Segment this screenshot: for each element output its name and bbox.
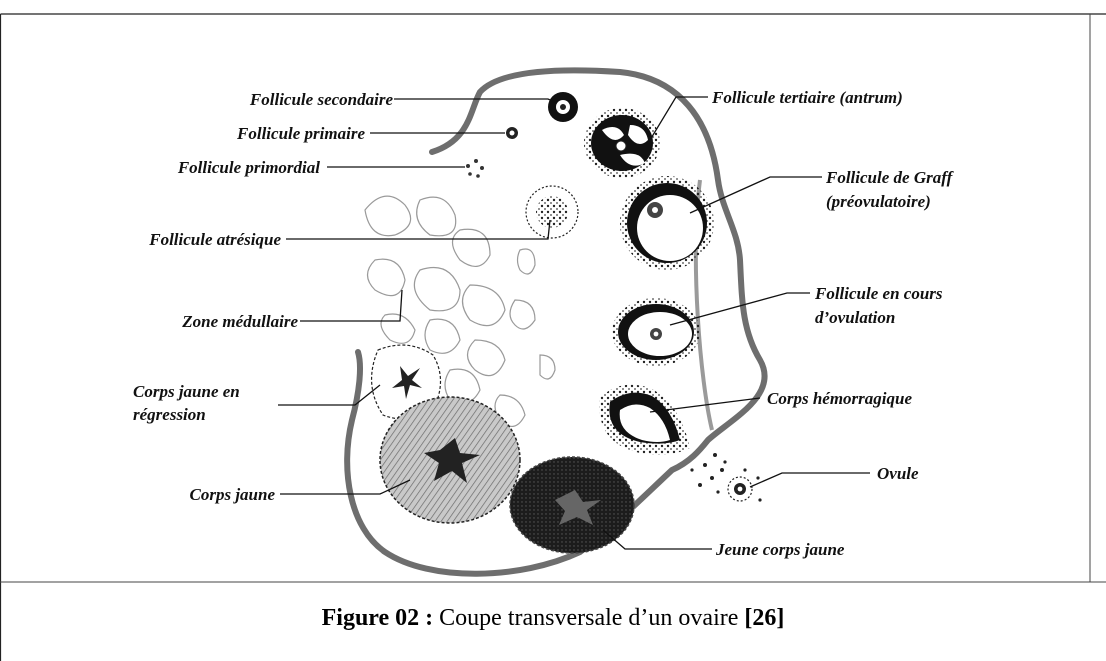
caption-prefix: Figure 02 : <box>322 605 434 631</box>
label-zone-medullaire: Zone médullaire <box>181 312 298 331</box>
label-follicule-graff-line2: (préovulatoire) <box>826 192 931 211</box>
label-follicule-primaire: Follicule primaire <box>236 124 365 143</box>
corps-jaune-shape <box>380 397 520 523</box>
caption-text: Coupe transversale d’un ovaire <box>433 605 744 631</box>
follicule-ovulation-shape <box>612 298 700 366</box>
follicule-graff-shape <box>620 176 714 270</box>
follicule-primordial-shape <box>466 159 484 178</box>
follicule-secondaire-shape <box>548 92 578 122</box>
label-corps-jaune-regression-line1: Corps jaune en <box>133 382 240 401</box>
label-follicule-secondaire: Follicule secondaire <box>249 90 394 109</box>
follicule-primaire-shape <box>506 127 518 139</box>
label-corps-jaune-regression-line2: régression <box>133 405 206 424</box>
caption-reference: [26] <box>744 605 784 631</box>
label-follicule-primordial: Follicule primordial <box>177 158 320 177</box>
label-corps-jaune: Corps jaune <box>190 485 276 504</box>
follicule-atresique-shape <box>526 186 578 238</box>
label-corps-hemorragique: Corps hémorragique <box>767 389 912 408</box>
label-jeune-corps-jaune: Jeune corps jaune <box>715 540 845 559</box>
label-ovule: Ovule <box>877 464 919 483</box>
label-follicule-tertiaire: Follicule tertiaire (antrum) <box>711 88 903 107</box>
jeune-corps-jaune-shape <box>510 457 634 553</box>
follicule-tertiaire-shape <box>584 108 660 178</box>
ovule-shape <box>690 453 761 502</box>
corps-hemorragique-shape <box>600 385 691 455</box>
label-follicule-graff-line1: Follicule de Graff <box>825 168 955 187</box>
label-follicule-ovulation-line2: d’ovulation <box>815 308 895 327</box>
figure-caption: Figure 02 : Coupe transversale d’un ovai… <box>322 605 785 631</box>
label-follicule-ovulation-line1: Follicule en cours <box>814 284 943 303</box>
label-follicule-atresique: Follicule atrésique <box>148 230 281 249</box>
